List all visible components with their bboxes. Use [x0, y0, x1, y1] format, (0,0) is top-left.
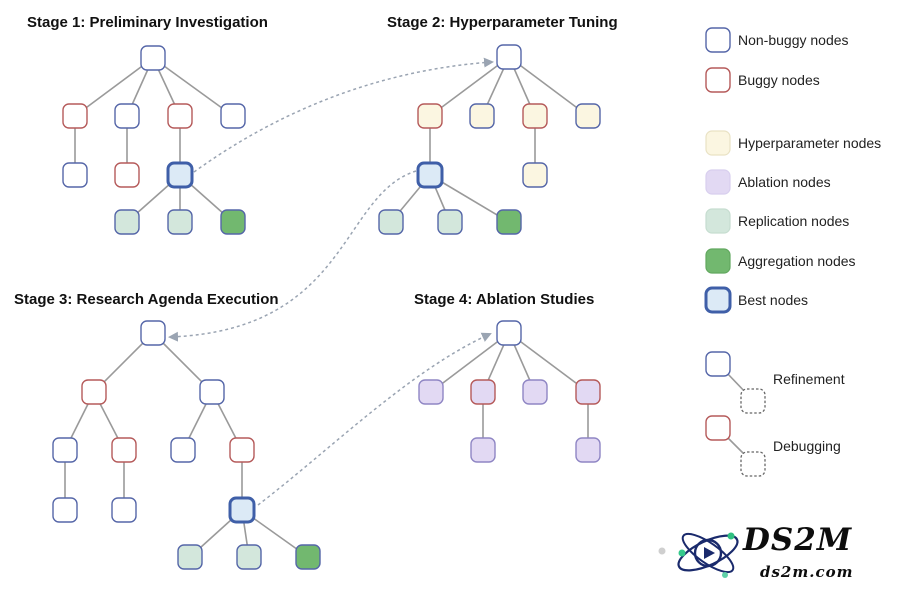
stage4-node [418, 379, 444, 405]
stage3-title: Stage 3: Research Agenda Execution [14, 291, 279, 308]
stage3-node [52, 437, 78, 463]
stage1-edge [74, 57, 154, 117]
stage1-node [62, 103, 88, 129]
arrow-stage3-to-stage4 [257, 332, 492, 506]
legend-refinement-label: Refinement [773, 371, 845, 387]
stage3-node [295, 544, 321, 570]
legend-replication-label: Replication nodes [738, 213, 850, 229]
stage1-edge [152, 57, 234, 117]
stage1-node [167, 103, 193, 129]
stage2-node [522, 162, 548, 188]
arrow-stage1-to-stage2 [193, 57, 494, 173]
legend-debugging-parent [705, 415, 731, 441]
stage2-node [378, 209, 404, 235]
legend-best-swatch [704, 286, 732, 314]
legend-ablation-swatch [705, 169, 731, 195]
stage4-title: Stage 4: Ablation Studies [414, 291, 595, 308]
stage2-title: Stage 2: Hyperparameter Tuning [387, 14, 618, 31]
stage1-node [140, 45, 166, 71]
stage3-node [177, 544, 203, 570]
stage1-node [167, 209, 193, 235]
logo-dot [722, 572, 728, 578]
logo-ring [693, 538, 723, 568]
stage3-node [229, 437, 255, 463]
stage4-edge [430, 332, 510, 393]
stage-transition-arrows [168, 57, 494, 506]
legend-hyperparameter-swatch [705, 130, 731, 156]
legend-aggregation-swatch [705, 248, 731, 274]
stage1-node [114, 209, 140, 235]
stage1-node [114, 162, 140, 188]
legend-best-label: Best nodes [738, 292, 809, 308]
arrow-stage2-to-stage3 [168, 170, 417, 342]
legend-refinement-parent [705, 351, 731, 377]
stage2-node [416, 161, 444, 189]
stage2-node [575, 103, 601, 129]
legend-replication-swatch [705, 208, 731, 234]
stage3-node [111, 497, 137, 523]
legend-shapes [704, 27, 766, 477]
legend-ablation-label: Ablation nodes [738, 174, 831, 190]
stage3-node [140, 320, 166, 346]
legend-hyperparameter-label: Hyperparameter nodes [738, 135, 882, 151]
stage2-node [469, 103, 495, 129]
stage1-node [62, 162, 88, 188]
logo-dot [678, 549, 686, 557]
stage3-node [52, 497, 78, 523]
stage1-node [220, 103, 246, 129]
stage2-edge [429, 56, 510, 117]
stage3-node [199, 379, 225, 405]
stage4-node [575, 437, 601, 463]
stage2-node [522, 103, 548, 129]
stage3-node [228, 496, 256, 524]
stage3-node [170, 437, 196, 463]
stage3-node [111, 437, 137, 463]
stage2-node [496, 209, 522, 235]
stage4-node [470, 437, 496, 463]
stage2-node [437, 209, 463, 235]
stage1-node [220, 209, 246, 235]
stage4-node [522, 379, 548, 405]
logo-orbit [681, 532, 735, 574]
stage4-node [496, 320, 522, 346]
logo-dot [658, 547, 666, 555]
stage3-node [81, 379, 107, 405]
stage4-node [470, 379, 496, 405]
stage1-node [166, 161, 194, 189]
stage1-title: Stage 1: Preliminary Investigation [27, 14, 268, 31]
logo-main-text: DS2M [743, 522, 853, 558]
stage2-node [417, 103, 443, 129]
stage1-node [114, 103, 140, 129]
logo-sub-text: ds2m.com [760, 563, 854, 581]
legend-non-buggy-label: Non-buggy nodes [738, 32, 849, 48]
logo-graphic [658, 532, 739, 578]
legend-aggregation-label: Aggregation nodes [738, 253, 856, 269]
legend-buggy-label: Buggy nodes [738, 72, 820, 88]
stage3-node [236, 544, 262, 570]
legend-debugging-child [740, 451, 766, 477]
stage4-edge [508, 332, 589, 393]
logo-dot [727, 532, 735, 540]
stage2-node [496, 44, 522, 70]
legend-buggy-swatch [705, 67, 731, 93]
legend-debugging-label: Debugging [773, 438, 841, 454]
stage2-edge [508, 56, 589, 117]
stage4-node [575, 379, 601, 405]
logo-play-icon [704, 547, 715, 559]
legend-non-buggy-swatch [705, 27, 731, 53]
tree-nodes [52, 44, 601, 570]
legend-refinement-child [740, 388, 766, 414]
